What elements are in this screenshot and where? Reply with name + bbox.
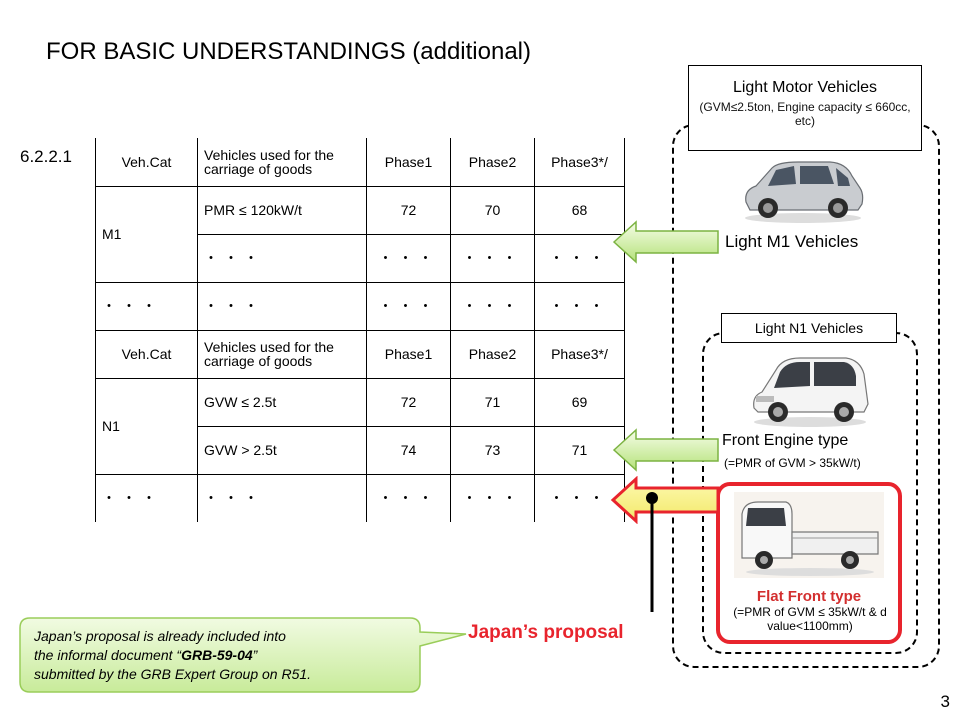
header-cell: Phase1 xyxy=(366,329,451,379)
table-row: ・・・ ・・・ ・・・ ・・・ xyxy=(96,233,625,283)
flat-front-title: Flat Front type xyxy=(756,588,862,605)
value-cell: 69 xyxy=(534,377,625,427)
ellipsis-cell: ・・・ xyxy=(366,281,451,331)
table-row: N1 GVW ≤ 2.5t 72 71 69 xyxy=(95,377,625,475)
callout-line: submitted by the GRB Expert Group on R51… xyxy=(34,666,312,682)
japan-proposal-label: Japan’s proposal xyxy=(468,622,624,643)
slide-title: FOR BASIC UNDERSTANDINGS (additional) xyxy=(46,38,531,65)
value-cell: 70 xyxy=(450,185,535,235)
value-cell: 73 xyxy=(450,425,535,475)
light-motor-vehicles-subtitle: (GVM≤2.5ton, Engine capacity ≤ 660cc, et… xyxy=(699,100,911,128)
ellipsis-cell: ・・・ xyxy=(450,281,535,331)
flat-front-pointer-arrow xyxy=(610,476,720,524)
document-reference: GRB-59-04 xyxy=(181,647,253,663)
flat-front-subtitle: (=PMR of GVM ≤ 35kW/t & d value<1100mm) xyxy=(733,605,887,633)
table-row: GVW > 2.5t 74 73 71 xyxy=(96,425,625,475)
value-cell: 68 xyxy=(534,185,625,235)
value-cell: 71 xyxy=(534,425,625,475)
header-cell: Veh.Cat xyxy=(95,329,198,379)
value-cell: 74 xyxy=(366,425,451,475)
callout-line: Japan’s proposal is already included int… xyxy=(34,628,286,644)
table-row: ・・・ ・・・ ・・・ ・・・ ・・・ xyxy=(95,473,625,522)
table-row: ・・・ ・・・ ・・・ ・・・ ・・・ xyxy=(95,281,625,331)
header-cell: Phase3*/ xyxy=(534,138,625,187)
ellipsis-cell: ・・・ xyxy=(534,281,625,331)
ellipsis-cell: ・・・ xyxy=(450,473,535,522)
section-number: 6.2.2.1 xyxy=(20,147,72,166)
ellipsis-cell: ・・・ xyxy=(95,281,198,331)
value-cell: 72 xyxy=(366,185,451,235)
proposal-pin-line xyxy=(646,492,658,612)
ellipsis-cell: ・・・ xyxy=(534,233,625,283)
callout-text-part: ” xyxy=(252,647,258,663)
condition-cell: GVW ≤ 2.5t xyxy=(197,377,367,427)
light-motor-vehicles-label: Light Motor Vehicles (GVM≤2.5ton, Engine… xyxy=(688,65,922,151)
callout-bubble xyxy=(19,617,467,693)
ellipsis-cell: ・・・ xyxy=(197,281,367,331)
front-engine-title: Front Engine type xyxy=(722,432,849,449)
callout-text-part: the informal document “ xyxy=(34,647,182,663)
header-cell: Veh.Cat xyxy=(95,138,198,187)
header-cell: Vehicles used for the carriage of goods xyxy=(197,329,367,379)
table-row: M1 PMR ≤ 120kW/t 72 70 68 xyxy=(95,185,625,283)
light-n1-label: Light N1 Vehicles xyxy=(721,313,897,343)
table-header-row: Veh.Cat Vehicles used for the carriage o… xyxy=(95,329,625,379)
flat-front-truck-image xyxy=(734,492,884,578)
value-cell: 71 xyxy=(450,377,535,427)
ellipsis-cell: ・・・ xyxy=(366,473,451,522)
front-engine-subtitle: (=PMR of GVM > 35kW/t) xyxy=(724,456,861,470)
header-cell: Vehicles used for the carriage of goods xyxy=(197,138,367,187)
category-cell: N1 xyxy=(95,377,198,475)
header-cell: Phase1 xyxy=(366,138,451,187)
ellipsis-cell: ・・・ xyxy=(366,233,451,283)
light-motor-vehicles-title: Light Motor Vehicles xyxy=(732,79,878,96)
header-cell: Phase3*/ xyxy=(534,329,625,379)
ellipsis-cell: ・・・ xyxy=(450,233,535,283)
phase-table: Veh.Cat Vehicles used for the carriage o… xyxy=(95,138,625,522)
condition-cell: GVW > 2.5t xyxy=(197,425,367,475)
callout-line: the informal document “GRB-59-04” xyxy=(34,646,414,665)
m1-pointer-arrow xyxy=(612,220,719,264)
front-engine-pointer-arrow xyxy=(612,428,719,472)
callout-text: Japan’s proposal is already included int… xyxy=(34,627,414,684)
ellipsis-cell: ・・・ xyxy=(534,473,625,522)
header-cell: Phase2 xyxy=(450,138,535,187)
header-cell: Phase2 xyxy=(450,329,535,379)
light-m1-label: Light M1 Vehicles xyxy=(725,232,859,251)
value-cell: 72 xyxy=(366,377,451,427)
front-engine-van-image xyxy=(753,357,869,427)
category-cell: M1 xyxy=(95,185,198,283)
ellipsis-cell: ・・・ xyxy=(197,233,367,283)
condition-cell: PMR ≤ 120kW/t xyxy=(197,185,367,235)
m1-car-image xyxy=(745,161,864,223)
ellipsis-cell: ・・・ xyxy=(197,473,367,522)
table-header-row: Veh.Cat Vehicles used for the carriage o… xyxy=(95,138,625,187)
page-number: 3 xyxy=(940,692,950,711)
ellipsis-cell: ・・・ xyxy=(95,473,198,522)
